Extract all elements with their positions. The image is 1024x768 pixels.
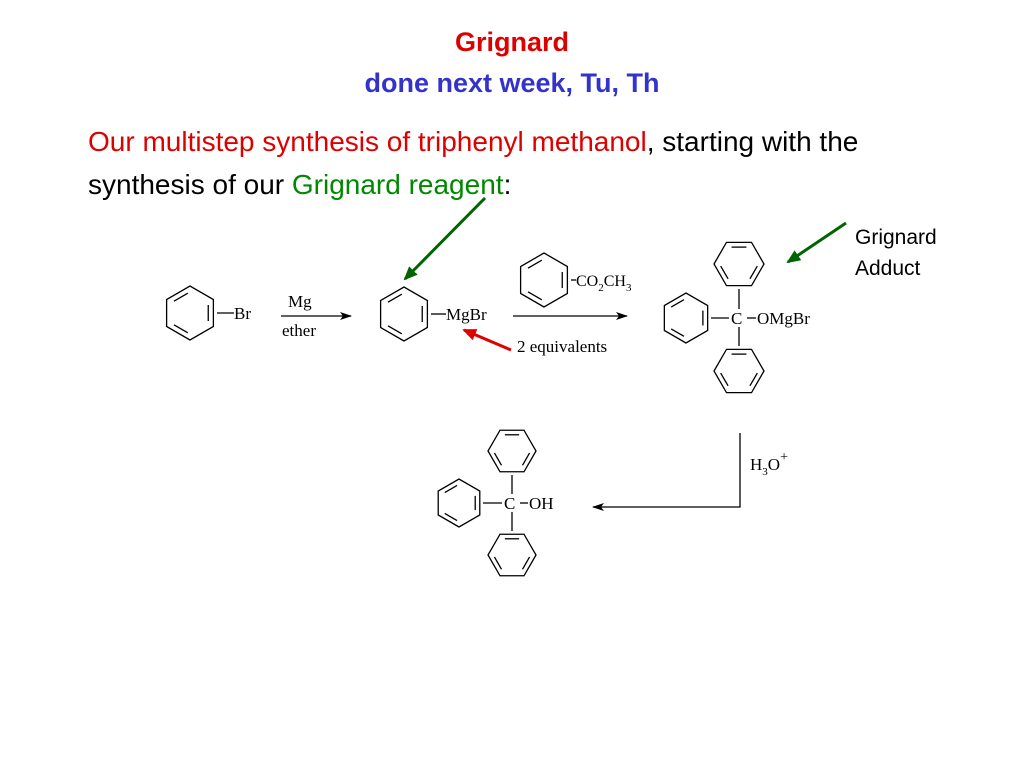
bromine-label: Br <box>234 304 251 323</box>
ring-outline <box>487 429 537 473</box>
product-carbon: C <box>504 494 515 513</box>
side-label-line2: Adduct <box>855 257 921 280</box>
double-bond-line <box>493 452 503 466</box>
green-arrow-icon <box>403 196 487 281</box>
ring-outline <box>437 478 481 528</box>
double-bond-line <box>749 372 758 387</box>
double-bond-line <box>749 265 758 280</box>
side-label-line1: Grignard <box>855 226 937 249</box>
benzene-ring-icon <box>487 533 537 577</box>
workup-sub-3: 3 <box>762 466 768 478</box>
adduct-group: OMgBr <box>757 309 810 328</box>
methyl-benzoate: CO2CH3 <box>519 252 632 308</box>
benzene-ring-icon <box>713 241 765 287</box>
grignard-adduct-label: Grignard Adduct <box>855 222 937 284</box>
workup-h: H <box>750 455 762 474</box>
ester-sub-2: 2 <box>598 282 604 294</box>
double-bond-line <box>670 299 685 308</box>
red-arrow-icon <box>462 328 512 352</box>
ring-outline <box>663 292 709 344</box>
step2-arrow: 2 equivalents <box>513 312 628 356</box>
double-bond-line <box>387 293 403 303</box>
benzene-ring-icon <box>487 429 537 473</box>
equivalents-label: 2 equivalents <box>517 337 607 356</box>
triphenylmethanol: C OH <box>437 429 554 577</box>
step1-reagent: Mg <box>288 292 312 311</box>
benzene-ring-icon <box>519 252 569 308</box>
benzene-ring-icon <box>379 286 429 342</box>
double-bond-line <box>527 291 543 301</box>
ring-outline <box>713 348 765 394</box>
grignard-adduct: C OMgBr <box>663 241 810 394</box>
workup-arrow: H3O+ <box>592 433 788 511</box>
double-bond-line <box>521 452 531 466</box>
ester-formula: CO2CH3 <box>576 273 632 294</box>
double-bond-line <box>387 325 403 335</box>
intro-text: Our multistep synthesis of triphenyl met… <box>88 120 948 206</box>
double-bond-line <box>670 328 685 337</box>
ring-outline <box>487 533 537 577</box>
intro-text-end: : <box>503 169 512 200</box>
double-bond-line <box>527 259 543 269</box>
double-bond-line <box>720 265 729 280</box>
ring-outline <box>379 286 429 342</box>
intro-highlight-reagent: Grignard reagent <box>291 169 504 200</box>
double-bond-line <box>493 556 503 570</box>
step1-arrow: Mg ether <box>281 292 352 340</box>
ester-sub-3: 3 <box>626 282 632 294</box>
phenylmagnesium-bromide: MgBr <box>379 286 487 342</box>
workup-reagent: H3O+ <box>750 450 788 478</box>
reaction-arrow-icon <box>592 433 741 511</box>
ring-outline <box>165 285 215 341</box>
ring-outline <box>519 252 569 308</box>
adduct-carbon: C <box>731 309 742 328</box>
slide-title: Grignard <box>454 27 569 57</box>
green-arrow-icon <box>786 221 847 264</box>
double-bond-line <box>720 372 729 387</box>
product-group: OH <box>529 494 554 513</box>
double-bond-line <box>173 324 189 334</box>
slide-subtitle: done next week, Tu, Th <box>364 68 660 98</box>
double-bond-line <box>444 484 458 494</box>
intro-highlight-synthesis: Our multistep synthesis of triphenyl met… <box>88 126 647 157</box>
bromobenzene: Br <box>165 285 251 341</box>
workup-sup-plus: + <box>780 450 788 465</box>
double-bond-line <box>173 292 189 302</box>
benzene-ring-icon <box>437 478 481 528</box>
double-bond-line <box>521 556 531 570</box>
double-bond-line <box>444 512 458 522</box>
ring-outline <box>713 241 765 287</box>
ester-ch: CH <box>604 273 627 290</box>
workup-o: O <box>768 455 780 474</box>
step1-solvent: ether <box>282 321 316 340</box>
benzene-ring-icon <box>663 292 709 344</box>
benzene-ring-icon <box>165 285 215 341</box>
grignard-reagent-label: MgBr <box>446 305 487 324</box>
ester-co: CO <box>576 273 598 290</box>
intro-text-middle: , starting with the synthesis of our <box>88 126 859 200</box>
benzene-ring-icon <box>713 348 765 394</box>
